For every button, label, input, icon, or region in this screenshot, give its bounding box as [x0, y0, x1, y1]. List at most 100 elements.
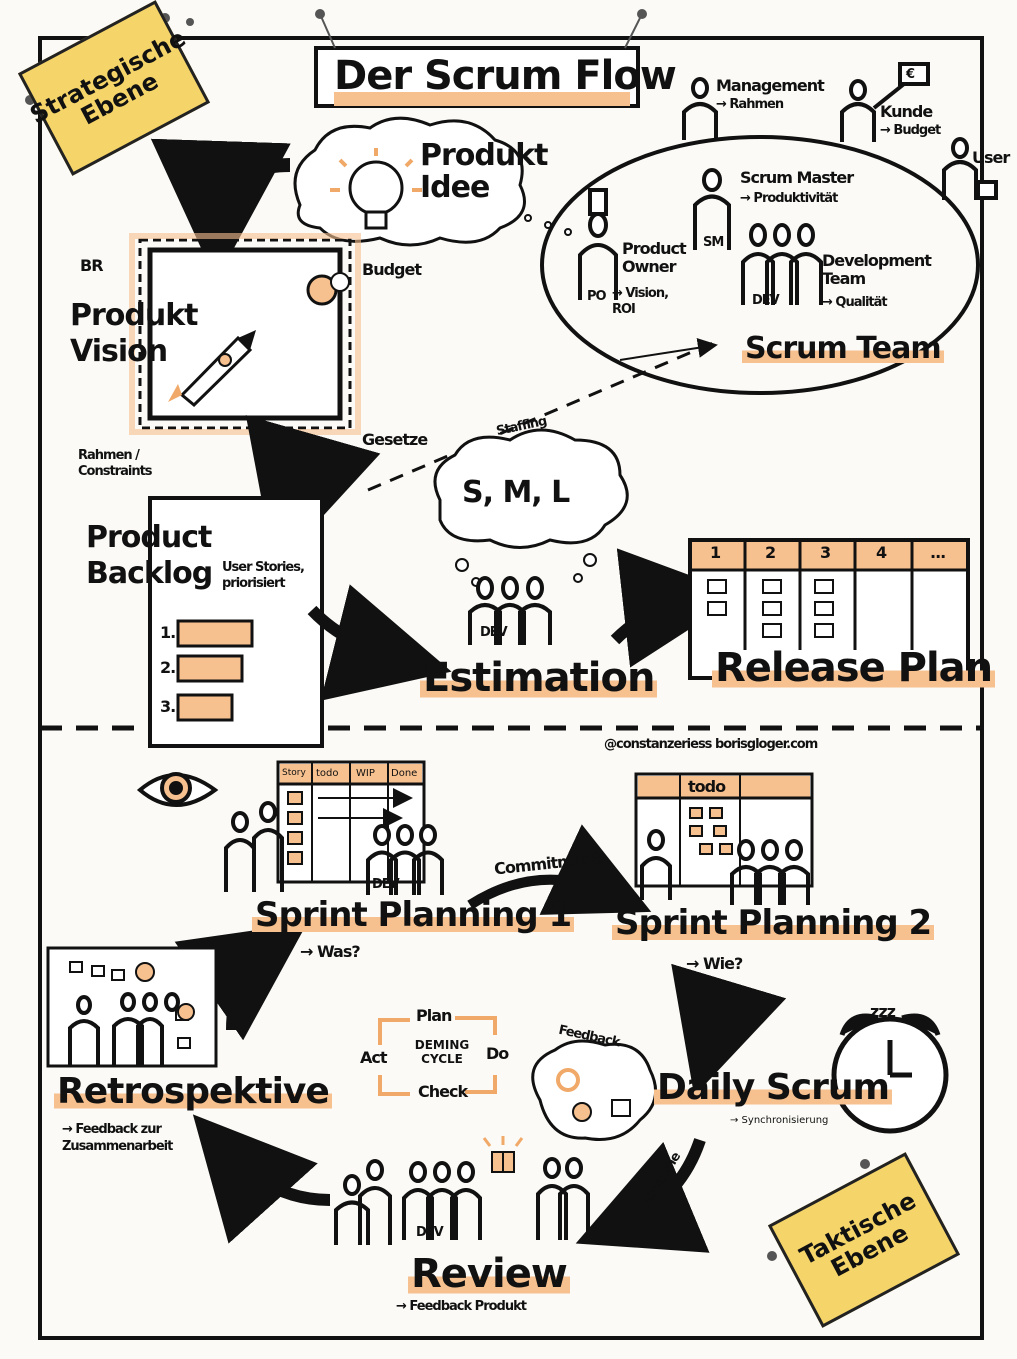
- management-label: Management: [716, 76, 825, 95]
- arrow-backlog-to-estimation: [307, 584, 452, 701]
- deming-do: Do: [486, 1044, 509, 1063]
- sprint-planning-2-sub: → Wie?: [686, 954, 743, 973]
- scrum-master-label: Scrum Master: [740, 168, 854, 187]
- sprint-planning-2-label: Sprint Planning 2: [612, 903, 935, 943]
- management-figure: [682, 77, 718, 140]
- release-plan-label: Release Plan: [712, 645, 996, 691]
- backlog-item-2-number: 2.: [160, 658, 176, 677]
- sprint-planning-1-wrap: Sprint Planning 1: [252, 895, 575, 935]
- backlog-item-3: [176, 693, 234, 722]
- estimation-cloud: [433, 428, 629, 549]
- smiley-icon: [572, 1102, 592, 1122]
- backlog-item-1: [176, 619, 254, 648]
- planning1-figures: [224, 801, 444, 895]
- daily-scrum-sub: → Synchronisierung: [730, 1115, 829, 1126]
- board1-col-story: Story: [282, 768, 306, 778]
- scrum-team-ellipse: [540, 135, 980, 395]
- scrum-master-tag: SM: [703, 235, 724, 250]
- release-col-1: 1: [710, 543, 721, 562]
- credits-text: @constanzeriess borisgloger.com: [604, 737, 818, 752]
- idea-cloud: [293, 116, 526, 247]
- deming-act: Act: [360, 1048, 387, 1067]
- arrow-idea-to-vision: [150, 138, 291, 281]
- retrospective-label: Retrospektive: [54, 1071, 332, 1112]
- retro-figures: [68, 992, 180, 1065]
- customer-figure: [840, 62, 930, 142]
- planning1-dev-tag: DEV: [372, 877, 400, 892]
- gift-icon: [482, 1136, 524, 1173]
- dev-team-figures: [741, 223, 823, 305]
- user-label: User: [972, 148, 1010, 167]
- rocket-icon: [168, 330, 256, 408]
- dashed-staffing-line: [367, 338, 721, 492]
- poster-title: Der Scrum Flow: [334, 53, 677, 99]
- vision-frame: [147, 247, 343, 421]
- scrum-team-text: Scrum Team: [742, 331, 944, 366]
- sprint-planning-1-label: Sprint Planning 1: [252, 895, 575, 935]
- estimation-dev-team: [468, 576, 552, 645]
- board2-col-todo: todo: [688, 777, 726, 796]
- development-team-arrow: → Qualität: [822, 295, 888, 310]
- sun-icon: [556, 1068, 580, 1092]
- product-vision-label: Produkt Vision: [70, 298, 199, 369]
- deming-cycle: [378, 1016, 497, 1096]
- retrospective-sub: → Feedback zur Zusammenarbeit: [62, 1122, 173, 1154]
- estimation-sizes: S, M, L: [462, 475, 570, 510]
- customer-arrow: → Budget: [880, 123, 941, 138]
- sleep-zzz: zzz: [870, 1002, 896, 1021]
- product-idea-label: Produkt Idee: [420, 138, 549, 205]
- product-backlog-label: Product Backlog: [86, 520, 213, 591]
- customer-label: Kunde: [880, 102, 933, 121]
- thumbs-up-icon: [611, 1099, 631, 1117]
- user-figure: [942, 137, 998, 200]
- lightbulb-icon: [330, 148, 422, 230]
- review-wrap: Review: [408, 1251, 570, 1297]
- deming-center-label: DEMING CYCLE: [414, 1038, 470, 1067]
- retro-wrap: Retrospektive: [54, 1071, 332, 1112]
- br-label: BR: [80, 256, 103, 275]
- release-story-cards: [707, 579, 834, 638]
- release-col-5: ...: [930, 543, 946, 562]
- planning2-figures: [640, 829, 810, 905]
- arrow-retro-to-planning1: [174, 922, 308, 1041]
- deming-plan: Plan: [416, 1006, 452, 1025]
- review-label: Review: [408, 1251, 570, 1297]
- estimation-label-wrap: Estimation: [420, 655, 658, 701]
- release-col-2: 2: [765, 543, 776, 562]
- product-owner-figure: [578, 188, 618, 300]
- scrum-team-label: Scrum Team: [742, 331, 944, 366]
- scrum-master-arrow: → Produktivität: [740, 191, 838, 206]
- feedback-bubble: [531, 1039, 658, 1142]
- product-owner-tag: PO: [587, 289, 607, 304]
- review-figures: [334, 1157, 590, 1245]
- estimation-label: Estimation: [420, 655, 658, 701]
- board1-col-todo: todo: [316, 768, 339, 779]
- release-col-4: 4: [876, 543, 887, 562]
- release-plan-label-wrap: Release Plan: [712, 645, 996, 691]
- arrow-daily-to-review: [575, 1138, 710, 1253]
- constraints-label: Rahmen / Constraints: [78, 448, 153, 479]
- sprint-planning-1-sub: → Was?: [300, 942, 361, 961]
- laws-label: Gesetze: [362, 430, 428, 449]
- estimation-dev-tag: DEV: [480, 625, 508, 640]
- sprint-planning-2-wrap: Sprint Planning 2: [612, 903, 935, 943]
- release-col-3: 3: [820, 543, 831, 562]
- management-arrow: → Rahmen: [716, 97, 784, 112]
- eye-target-icon: [136, 772, 219, 807]
- arrow-review-to-retro: [192, 1114, 331, 1244]
- backlog-item-1-number: 1.: [160, 623, 176, 642]
- board1-col-wip: WIP: [356, 768, 375, 779]
- backlog-item-2: [176, 654, 244, 683]
- arrow-estimation-to-release: [610, 548, 743, 668]
- budget-label: Budget: [362, 260, 422, 279]
- backlog-note: User Stories, priorisiert: [222, 560, 305, 592]
- daily-scrum-label: Daily Scrum: [654, 1067, 893, 1108]
- development-team-tag: DEV: [752, 293, 780, 308]
- arrow-planning2-to-daily: [671, 963, 787, 1096]
- backlog-item-3-number: 3.: [160, 697, 176, 716]
- product-owner-arrow: → Vision, ROI: [612, 286, 669, 317]
- review-dev-tag: DEV: [416, 1225, 444, 1240]
- product-owner-label: Product Owner: [622, 239, 687, 277]
